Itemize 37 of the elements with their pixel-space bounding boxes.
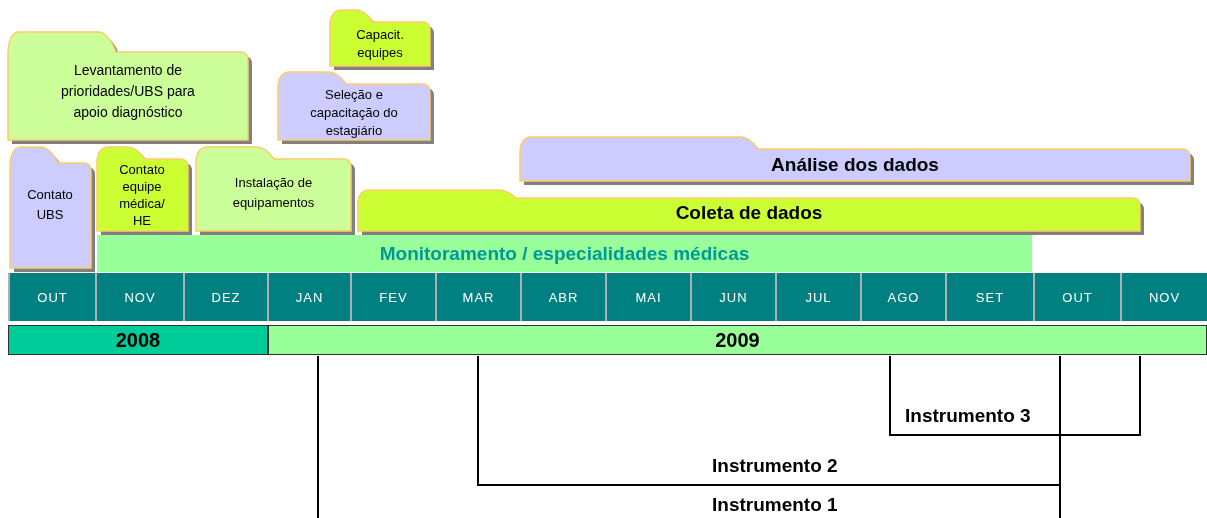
month-cell: FEV	[350, 273, 435, 321]
bracket-label: Instrumento 1	[712, 494, 838, 516]
month-cell: AGO	[860, 273, 945, 321]
node-label: Seleção e capacitação do estagiário	[309, 86, 399, 140]
folder-shape	[358, 188, 1144, 235]
month-cell: OUT	[8, 273, 95, 321]
month-cell: DEZ	[183, 273, 267, 321]
folder-shape	[97, 145, 192, 235]
month-cell: JUL	[775, 273, 860, 321]
month-cell: JUN	[690, 273, 775, 321]
year-cell: 2008	[8, 325, 268, 355]
folder-shape	[10, 145, 95, 272]
folder-shape	[196, 145, 355, 235]
month-cell: MAI	[605, 273, 690, 321]
bracket-label: Instrumento 3	[905, 405, 1031, 427]
node-label: Contato UBS	[26, 186, 74, 224]
band-shape	[97, 235, 1032, 272]
node-label: Contato equipe médica/ HE	[118, 161, 166, 229]
month-cell: ABR	[520, 273, 605, 321]
node-label: Monitoramento / especialidades médicas	[378, 242, 751, 266]
node-label: Análise dos dados	[770, 153, 940, 177]
folder-shape	[330, 8, 434, 70]
month-cell: MAR	[435, 273, 520, 321]
node-label: Coleta de dados	[674, 201, 824, 225]
node-label: Capacit. equipes	[355, 26, 405, 62]
month-cell: JAN	[267, 273, 350, 321]
month-cell: SET	[945, 273, 1033, 321]
folder-shape	[8, 30, 252, 144]
bracket-label: Instrumento 2	[712, 455, 838, 477]
year-cell: 2009	[268, 325, 1207, 355]
folder-shape	[278, 70, 434, 144]
node-label: Levantamento de prioridades/UBS para apoio diagnóstico	[60, 61, 196, 122]
month-cell: NOV	[1120, 273, 1207, 321]
month-cell: OUT	[1033, 273, 1120, 321]
node-label: Instalação de equipamentos	[231, 174, 316, 212]
folder-shape	[520, 135, 1194, 185]
month-cell: NOV	[95, 273, 183, 321]
